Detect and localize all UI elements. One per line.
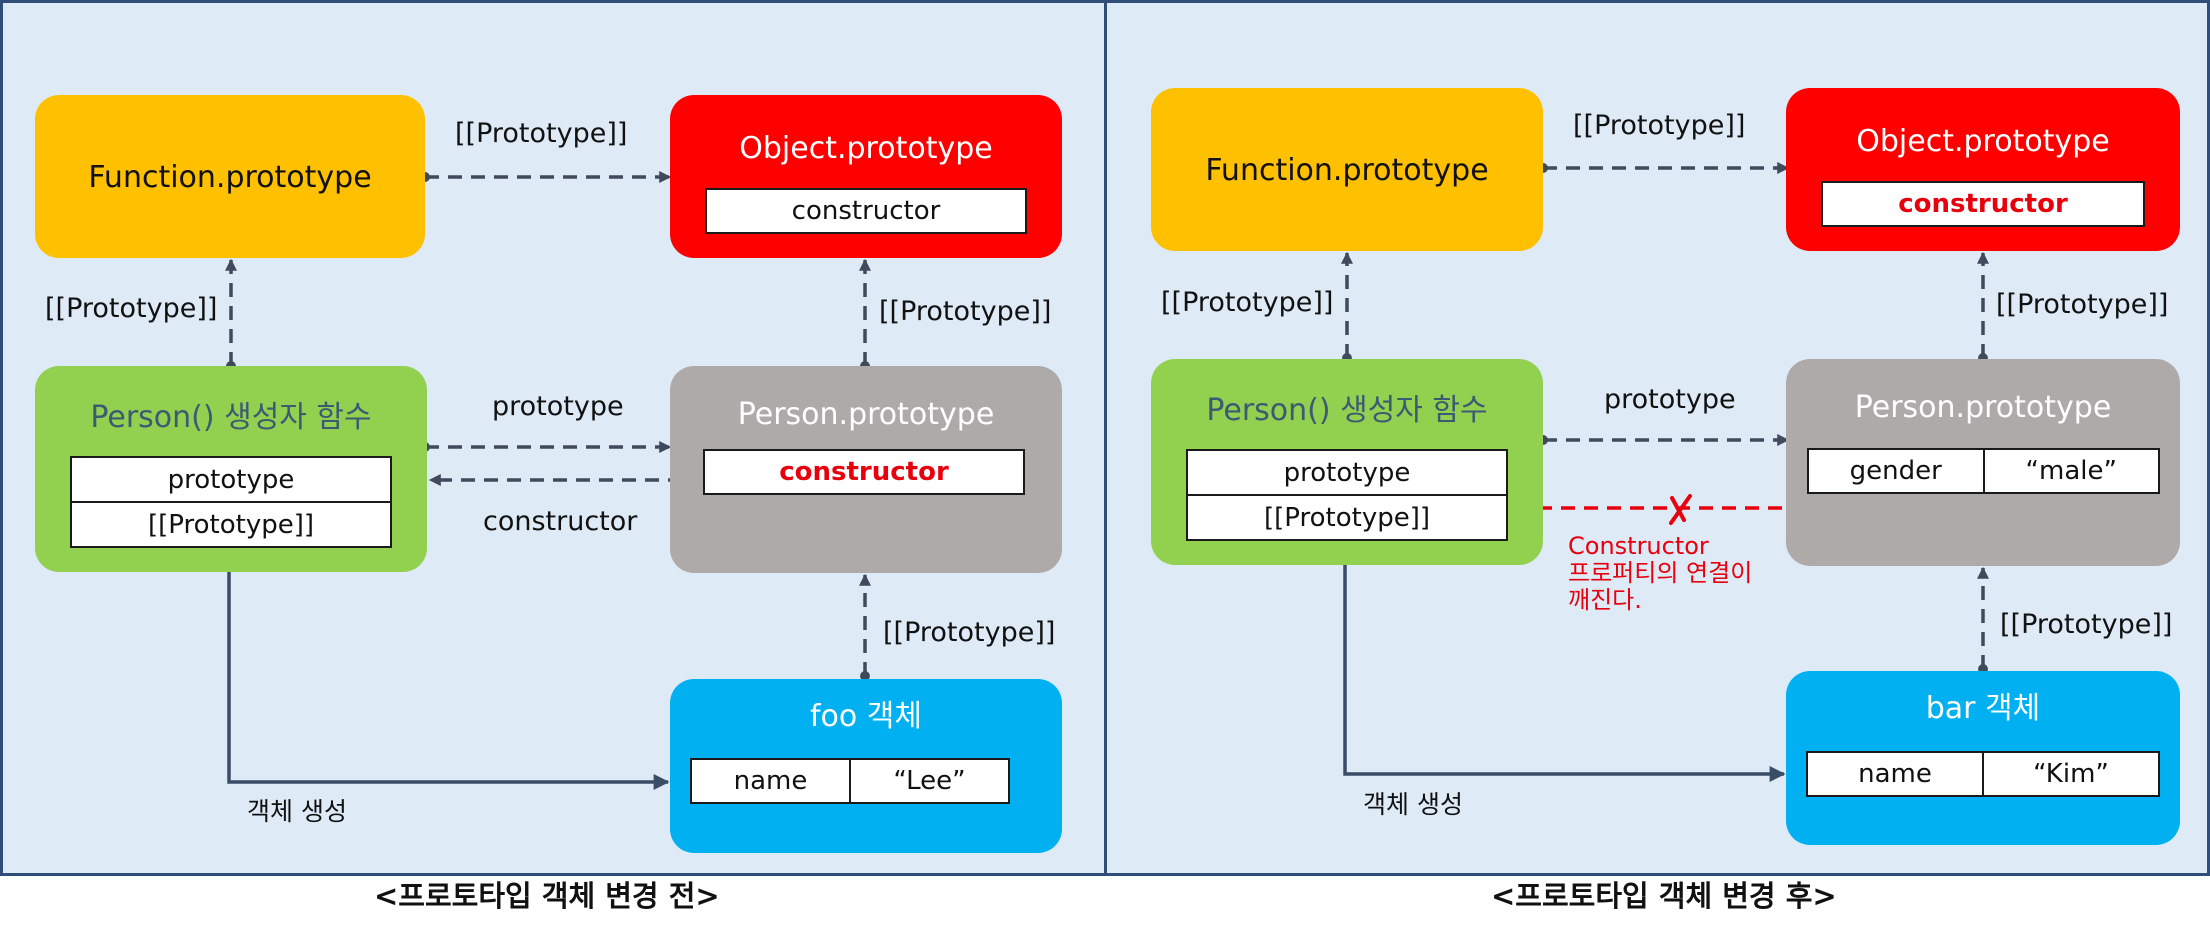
property-cell: constructor (791, 196, 941, 226)
property-row: [[Prototype]] (1188, 494, 1506, 539)
property-table: name “Lee” (690, 758, 1010, 804)
caption-before: <프로토타입 객체 변경 전> (374, 879, 720, 913)
label-after-proto-to-object: [[Prototype]] (1996, 289, 2169, 320)
node-title: Object.prototype (1856, 124, 2110, 159)
label-before-proto-to-object: [[Prototype]] (879, 296, 1052, 327)
node-title: Person() 생성자 함수 (90, 400, 372, 435)
broken-x-icon (1669, 494, 1692, 525)
label-after-person-to-func: [[Prototype]] (1161, 287, 1334, 318)
label-after-create: 객체 생성 (1363, 790, 1463, 819)
label-after-func-to-object: [[Prototype]] (1573, 110, 1746, 141)
property-cell: “male” (1982, 450, 2159, 492)
property-table: prototype [[Prototype]] (1186, 449, 1508, 541)
property-row: constructor (707, 190, 1025, 232)
label-before-prototype-link: prototype (492, 391, 624, 422)
label-before-constructor-link: constructor (483, 506, 638, 537)
property-row: prototype (1188, 451, 1506, 494)
edge-after-create (1343, 565, 1786, 782)
property-cell: prototype (1283, 457, 1411, 488)
property-row: constructor (705, 451, 1023, 493)
broken-note-line: 깨진다. (1568, 586, 1642, 614)
node-person-constructor: Person() 생성자 함수 prototype [[Prototype]] (1151, 359, 1543, 565)
node-object-prototype: Object.prototype constructor (670, 95, 1062, 258)
broken-note-line: 프로퍼티의 연결이 (1568, 559, 1753, 587)
property-row: [[Prototype]] (72, 501, 390, 546)
property-row: constructor (1823, 183, 2143, 225)
caption-after: <프로토타입 객체 변경 후> (1491, 879, 1837, 913)
edge-before-create (227, 572, 670, 790)
property-cell: name (733, 766, 808, 796)
node-object-prototype: Object.prototype constructor (1786, 88, 2180, 251)
node-title: Object.prototype (739, 131, 993, 166)
node-person-constructor: Person() 생성자 함수 prototype [[Prototype]] (35, 366, 427, 572)
node-function-prototype: Function.prototype (35, 95, 425, 258)
node-person-prototype: Person.prototype gender “male” (1786, 359, 2180, 566)
node-instance: foo 객체 name “Lee” (670, 679, 1062, 853)
property-cell: constructor (1898, 189, 2068, 219)
node-person-prototype: Person.prototype constructor (670, 366, 1062, 573)
property-row: name “Kim” (1808, 753, 2158, 795)
label-before-create: 객체 생성 (247, 797, 347, 826)
property-row: name “Lee” (692, 760, 1008, 802)
broken-link-note: Constructor 프로퍼티의 연결이 깨진다. (1568, 533, 1752, 614)
node-title: foo 객체 (809, 699, 922, 734)
node-function-prototype: Function.prototype (1151, 88, 1543, 251)
label-after-prototype-link: prototype (1604, 384, 1736, 415)
label-after-instance-to-proto: [[Prototype]] (2000, 609, 2173, 640)
property-table: name “Kim” (1806, 751, 2160, 797)
node-instance: bar 객체 name “Kim” (1786, 671, 2180, 845)
property-cell: prototype (167, 464, 295, 495)
node-title: Person() 생성자 함수 (1206, 393, 1488, 428)
property-table: constructor (703, 449, 1025, 495)
property-row: prototype (72, 458, 390, 501)
property-row: gender “male” (1809, 450, 2158, 492)
node-title: Function.prototype (1205, 153, 1489, 188)
broken-note-line: Constructor (1568, 532, 1709, 560)
property-cell: “Lee” (849, 760, 1008, 802)
property-table: constructor (1821, 181, 2145, 227)
label-before-func-to-object: [[Prototype]] (455, 118, 628, 149)
property-table: prototype [[Prototype]] (70, 456, 392, 548)
property-table: constructor (705, 188, 1027, 234)
label-before-instance-to-proto: [[Prototype]] (883, 617, 1056, 648)
property-cell: “Kim” (1982, 753, 2158, 795)
property-cell: gender (1849, 456, 1942, 486)
node-title: Person.prototype (737, 397, 995, 432)
label-before-person-to-func: [[Prototype]] (45, 293, 218, 324)
node-title: bar 객체 (1925, 691, 2041, 726)
property-cell: constructor (779, 457, 949, 487)
node-title: Person.prototype (1854, 390, 2112, 425)
property-cell: name (1858, 759, 1932, 789)
property-cell: [[Prototype]] (1263, 502, 1430, 533)
property-cell: [[Prototype]] (147, 509, 314, 540)
property-table: gender “male” (1807, 448, 2160, 494)
node-title: Function.prototype (88, 160, 372, 195)
